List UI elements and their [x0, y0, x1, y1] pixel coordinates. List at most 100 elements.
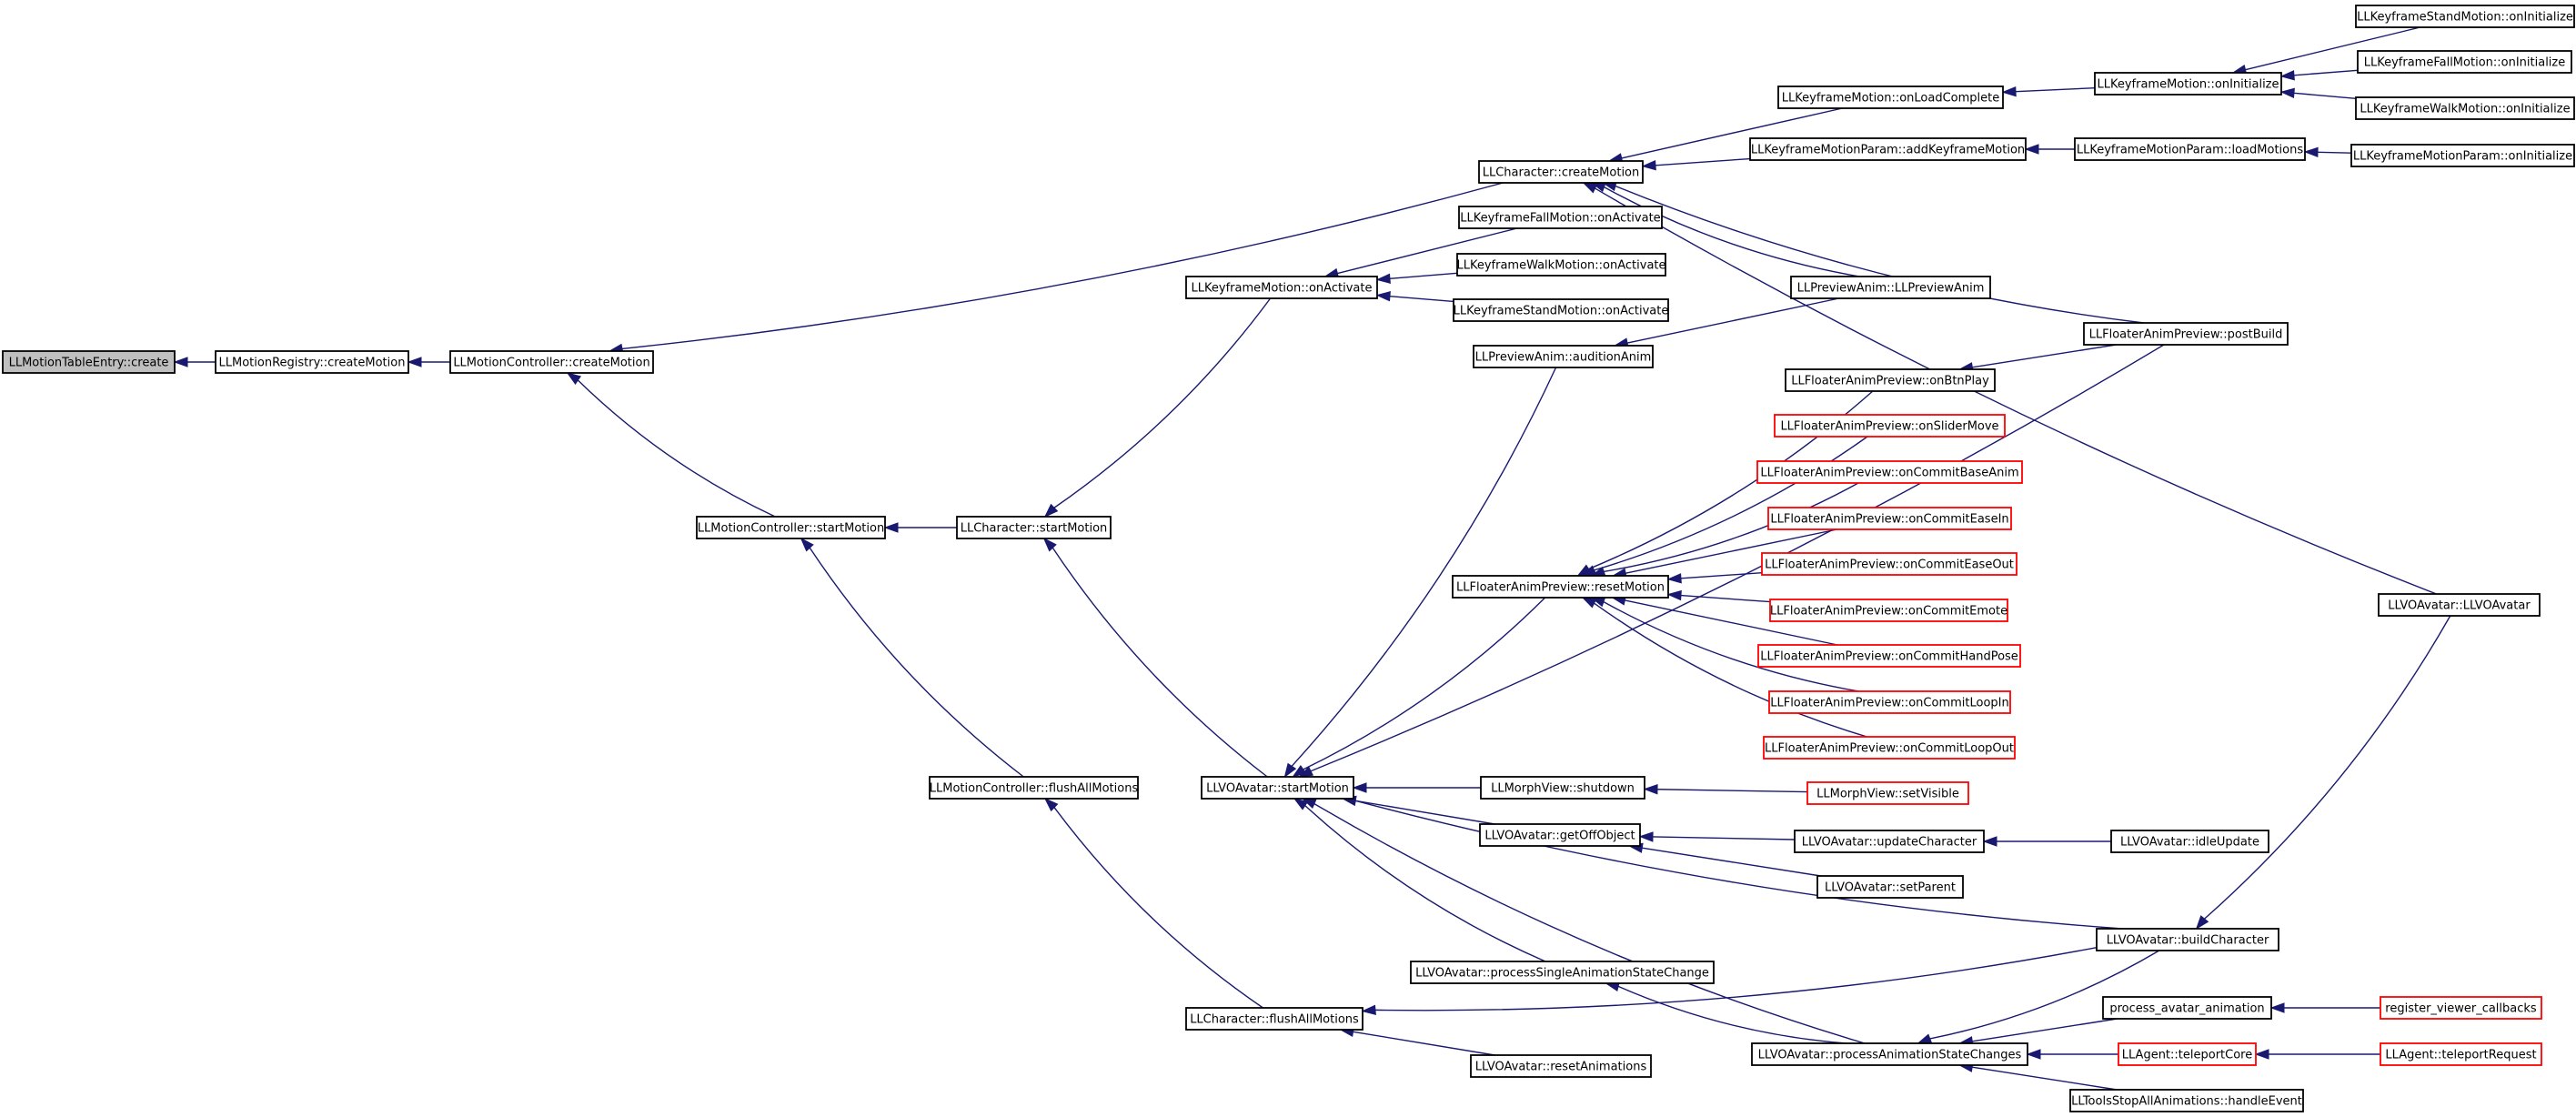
node-label: LLPreviewAnim::LLPreviewAnim [1797, 282, 1985, 296]
call-edge [1361, 946, 2098, 1016]
arrowhead [800, 537, 814, 552]
call-edge [2254, 1049, 2380, 1060]
node-label: LLCharacter::startMotion [961, 522, 1108, 536]
function-node-mc-create[interactable]: LLMotionController::createMotion [449, 350, 654, 374]
call-edge [1957, 1018, 2118, 1047]
edge-line [1313, 802, 1866, 1044]
node-box [2069, 1089, 2304, 1112]
node-box [1790, 276, 1991, 299]
function-node-va-ctor[interactable]: LLVOAvatar::LLVOAvatar [2378, 593, 2541, 617]
node-box [1768, 690, 2011, 714]
node-box [1410, 961, 1715, 984]
edge-line [1680, 594, 1771, 603]
function-node-va-build[interactable]: LLVOAvatar::buildCharacter [2096, 928, 2279, 951]
arrowhead [1043, 797, 1059, 812]
arrowhead [883, 522, 899, 533]
function-node-ag-tpcore[interactable]: LLAgent::teleportCore [2118, 1042, 2257, 1066]
function-node-ch-start[interactable]: LLCharacter::startMotion [956, 516, 1112, 539]
edge-line [1604, 186, 1860, 277]
arrowhead [173, 357, 188, 367]
arrowhead [1666, 589, 1682, 601]
call-edge [1352, 782, 1482, 793]
node-label: LLMotionController::flushAllMotions [930, 782, 1139, 796]
edge-line [2317, 151, 2352, 154]
edge-line [1291, 367, 1557, 767]
function-node-create[interactable]: LLMotionTableEntry::create [2, 350, 176, 374]
edge-line [1655, 157, 1751, 166]
function-node-reg-create[interactable]: LLMotionRegistry::createMotion [215, 350, 409, 374]
function-node-va-pss[interactable]: LLVOAvatar::processSingleAnimationStateC… [1410, 961, 1715, 984]
function-node-va-setparent[interactable]: LLVOAvatar::setParent [1816, 875, 1964, 899]
function-node-fap-oncloopin[interactable]: LLFloaterAnimPreview::onCommitLoopIn [1768, 690, 2011, 714]
function-node-va-pasc[interactable]: LLVOAvatar::processAnimationStateChanges [1751, 1042, 2028, 1066]
node-label: LLFloaterAnimPreview::onCommitEmote [1770, 605, 2007, 619]
call-edge [800, 537, 1024, 778]
function-node-kfall-init[interactable]: LLKeyframeFallMotion::onInitialize [2357, 50, 2572, 74]
function-node-va-reset[interactable]: LLVOAvatar::resetAnimations [1470, 1054, 1652, 1078]
function-node-kstand-init[interactable]: LLKeyframeStandMotion::onInitialize [2355, 5, 2575, 28]
function-node-mc-flush[interactable]: LLMotionController::flushAllMotions [929, 776, 1139, 800]
function-node-kmp-init[interactable]: LLKeyframeMotionParam::onInitialize [2350, 144, 2575, 167]
arrowhead [2195, 915, 2209, 931]
function-node-ag-tpreq[interactable]: LLAgent::teleportRequest [2380, 1042, 2542, 1066]
edge-line [1625, 599, 1838, 646]
function-node-fap-onceout[interactable]: LLFloaterAnimPreview::onCommitEaseOut [1761, 552, 2018, 576]
node-box [1774, 414, 2006, 438]
node-label: LLVOAvatar::processSingleAnimationStateC… [1415, 967, 1709, 981]
function-node-kmp-add[interactable]: LLKeyframeMotionParam::addKeyframeMotion [1749, 137, 2027, 161]
function-node-kfall-act[interactable]: LLKeyframeFallMotion::onActivate [1458, 206, 1663, 229]
node-label: LLKeyframeFallMotion::onInitialize [2364, 56, 2566, 70]
function-node-va-start[interactable]: LLVOAvatar::startMotion [1201, 776, 1354, 800]
node-box [1185, 1007, 1363, 1031]
function-node-km-onactivate[interactable]: LLKeyframeMotion::onActivate [1185, 276, 1378, 299]
function-node-va-updchar[interactable]: LLVOAvatar::updateCharacter [1794, 830, 1985, 853]
function-node-reg-cb[interactable]: register_viewer_callbacks [2380, 996, 2542, 1020]
function-node-fap-onchand[interactable]: LLFloaterAnimPreview::onCommitHandPose [1757, 644, 2021, 668]
node-box [1749, 137, 2027, 161]
function-node-kwalk-act[interactable]: LLKeyframeWalkMotion::onActivate [1456, 253, 1666, 277]
function-node-pa-audition[interactable]: LLPreviewAnim::auditionAnim [1473, 345, 1654, 368]
function-node-fap-oncloopout[interactable]: LLFloaterAnimPreview::onCommitLoopOut [1763, 736, 2016, 760]
node-label: LLFloaterAnimPreview::onCommitLoopOut [1765, 742, 2014, 756]
node-box [2102, 996, 2272, 1020]
edge-line [1389, 272, 1458, 280]
call-edge [1581, 597, 1867, 738]
function-node-pa-ctor[interactable]: LLPreviewAnim::LLPreviewAnim [1790, 276, 1991, 299]
node-label: LLKeyframeWalkMotion::onActivate [1456, 259, 1665, 273]
function-node-va-idle[interactable]: LLVOAvatar::idleUpdate [2110, 830, 2269, 853]
function-node-mc-start[interactable]: LLMotionController::startMotion [696, 516, 886, 539]
node-label: register_viewer_callbacks [2385, 1002, 2537, 1016]
function-node-mv-setvisible[interactable]: LLMorphView::setVisible [1806, 781, 1969, 805]
edge-line [1374, 946, 2098, 1011]
function-node-kstand-act[interactable]: LLKeyframeStandMotion::onActivate [1453, 298, 1669, 322]
function-node-kwalk-init[interactable]: LLKeyframeWalkMotion::onInitialize [2355, 96, 2575, 120]
edge-line [1972, 344, 2117, 368]
node-label: LLFloaterAnimPreview::onSliderMove [1780, 420, 1998, 434]
function-node-kmp-load[interactable]: LLKeyframeMotionParam::loadMotions [2074, 137, 2306, 161]
function-node-fap-postbuild[interactable]: LLFloaterAnimPreview::postBuild [2083, 322, 2289, 346]
function-node-ch-create[interactable]: LLCharacter::createMotion [1478, 160, 1644, 184]
arrowhead [2303, 146, 2319, 157]
function-node-ch-flush[interactable]: LLCharacter::flushAllMotions [1185, 1007, 1363, 1031]
function-node-km-oninit[interactable]: LLKeyframeMotion::onInitialize [2094, 72, 2282, 96]
function-node-va-getoff[interactable]: LLVOAvatar::getOffObject [1479, 823, 1641, 847]
function-node-fap-oncein[interactable]: LLFloaterAnimPreview::onCommitEaseIn [1767, 507, 2012, 530]
function-node-mv-shutdown[interactable]: LLMorphView::shutdown [1480, 776, 1645, 800]
function-node-fap-reset[interactable]: LLFloaterAnimPreview::resetMotion [1452, 575, 1669, 599]
function-node-fap-oncbase[interactable]: LLFloaterAnimPreview::onCommitBaseAnim [1756, 460, 2023, 484]
function-node-proc-anim[interactable]: process_avatar_animation [2102, 996, 2272, 1020]
call-edge [1339, 1026, 1495, 1056]
function-node-fap-onslider[interactable]: LLFloaterAnimPreview::onSliderMove [1774, 414, 2006, 438]
call-edge [1283, 367, 1557, 779]
function-node-fap-onbtnplay[interactable]: LLFloaterAnimPreview::onBtnPlay [1785, 368, 1996, 392]
node-label: LLFloaterAnimPreview::onCommitLoopIn [1770, 697, 2009, 710]
edge-line [1052, 547, 1268, 778]
node-box [2094, 72, 2282, 96]
function-node-tools-stop[interactable]: LLToolsStopAllAnimations::handleEvent [2069, 1089, 2304, 1112]
edge-line [1337, 227, 1517, 275]
call-edge [2303, 146, 2352, 157]
edge-line [1615, 185, 2144, 324]
function-node-km-onload[interactable]: LLKeyframeMotion::onLoadComplete [1777, 86, 2004, 109]
node-label: LLToolsStopAllAnimations::handleEvent [2071, 1095, 2302, 1109]
function-node-fap-oncemote[interactable]: LLFloaterAnimPreview::onCommitEmote [1769, 599, 2008, 622]
